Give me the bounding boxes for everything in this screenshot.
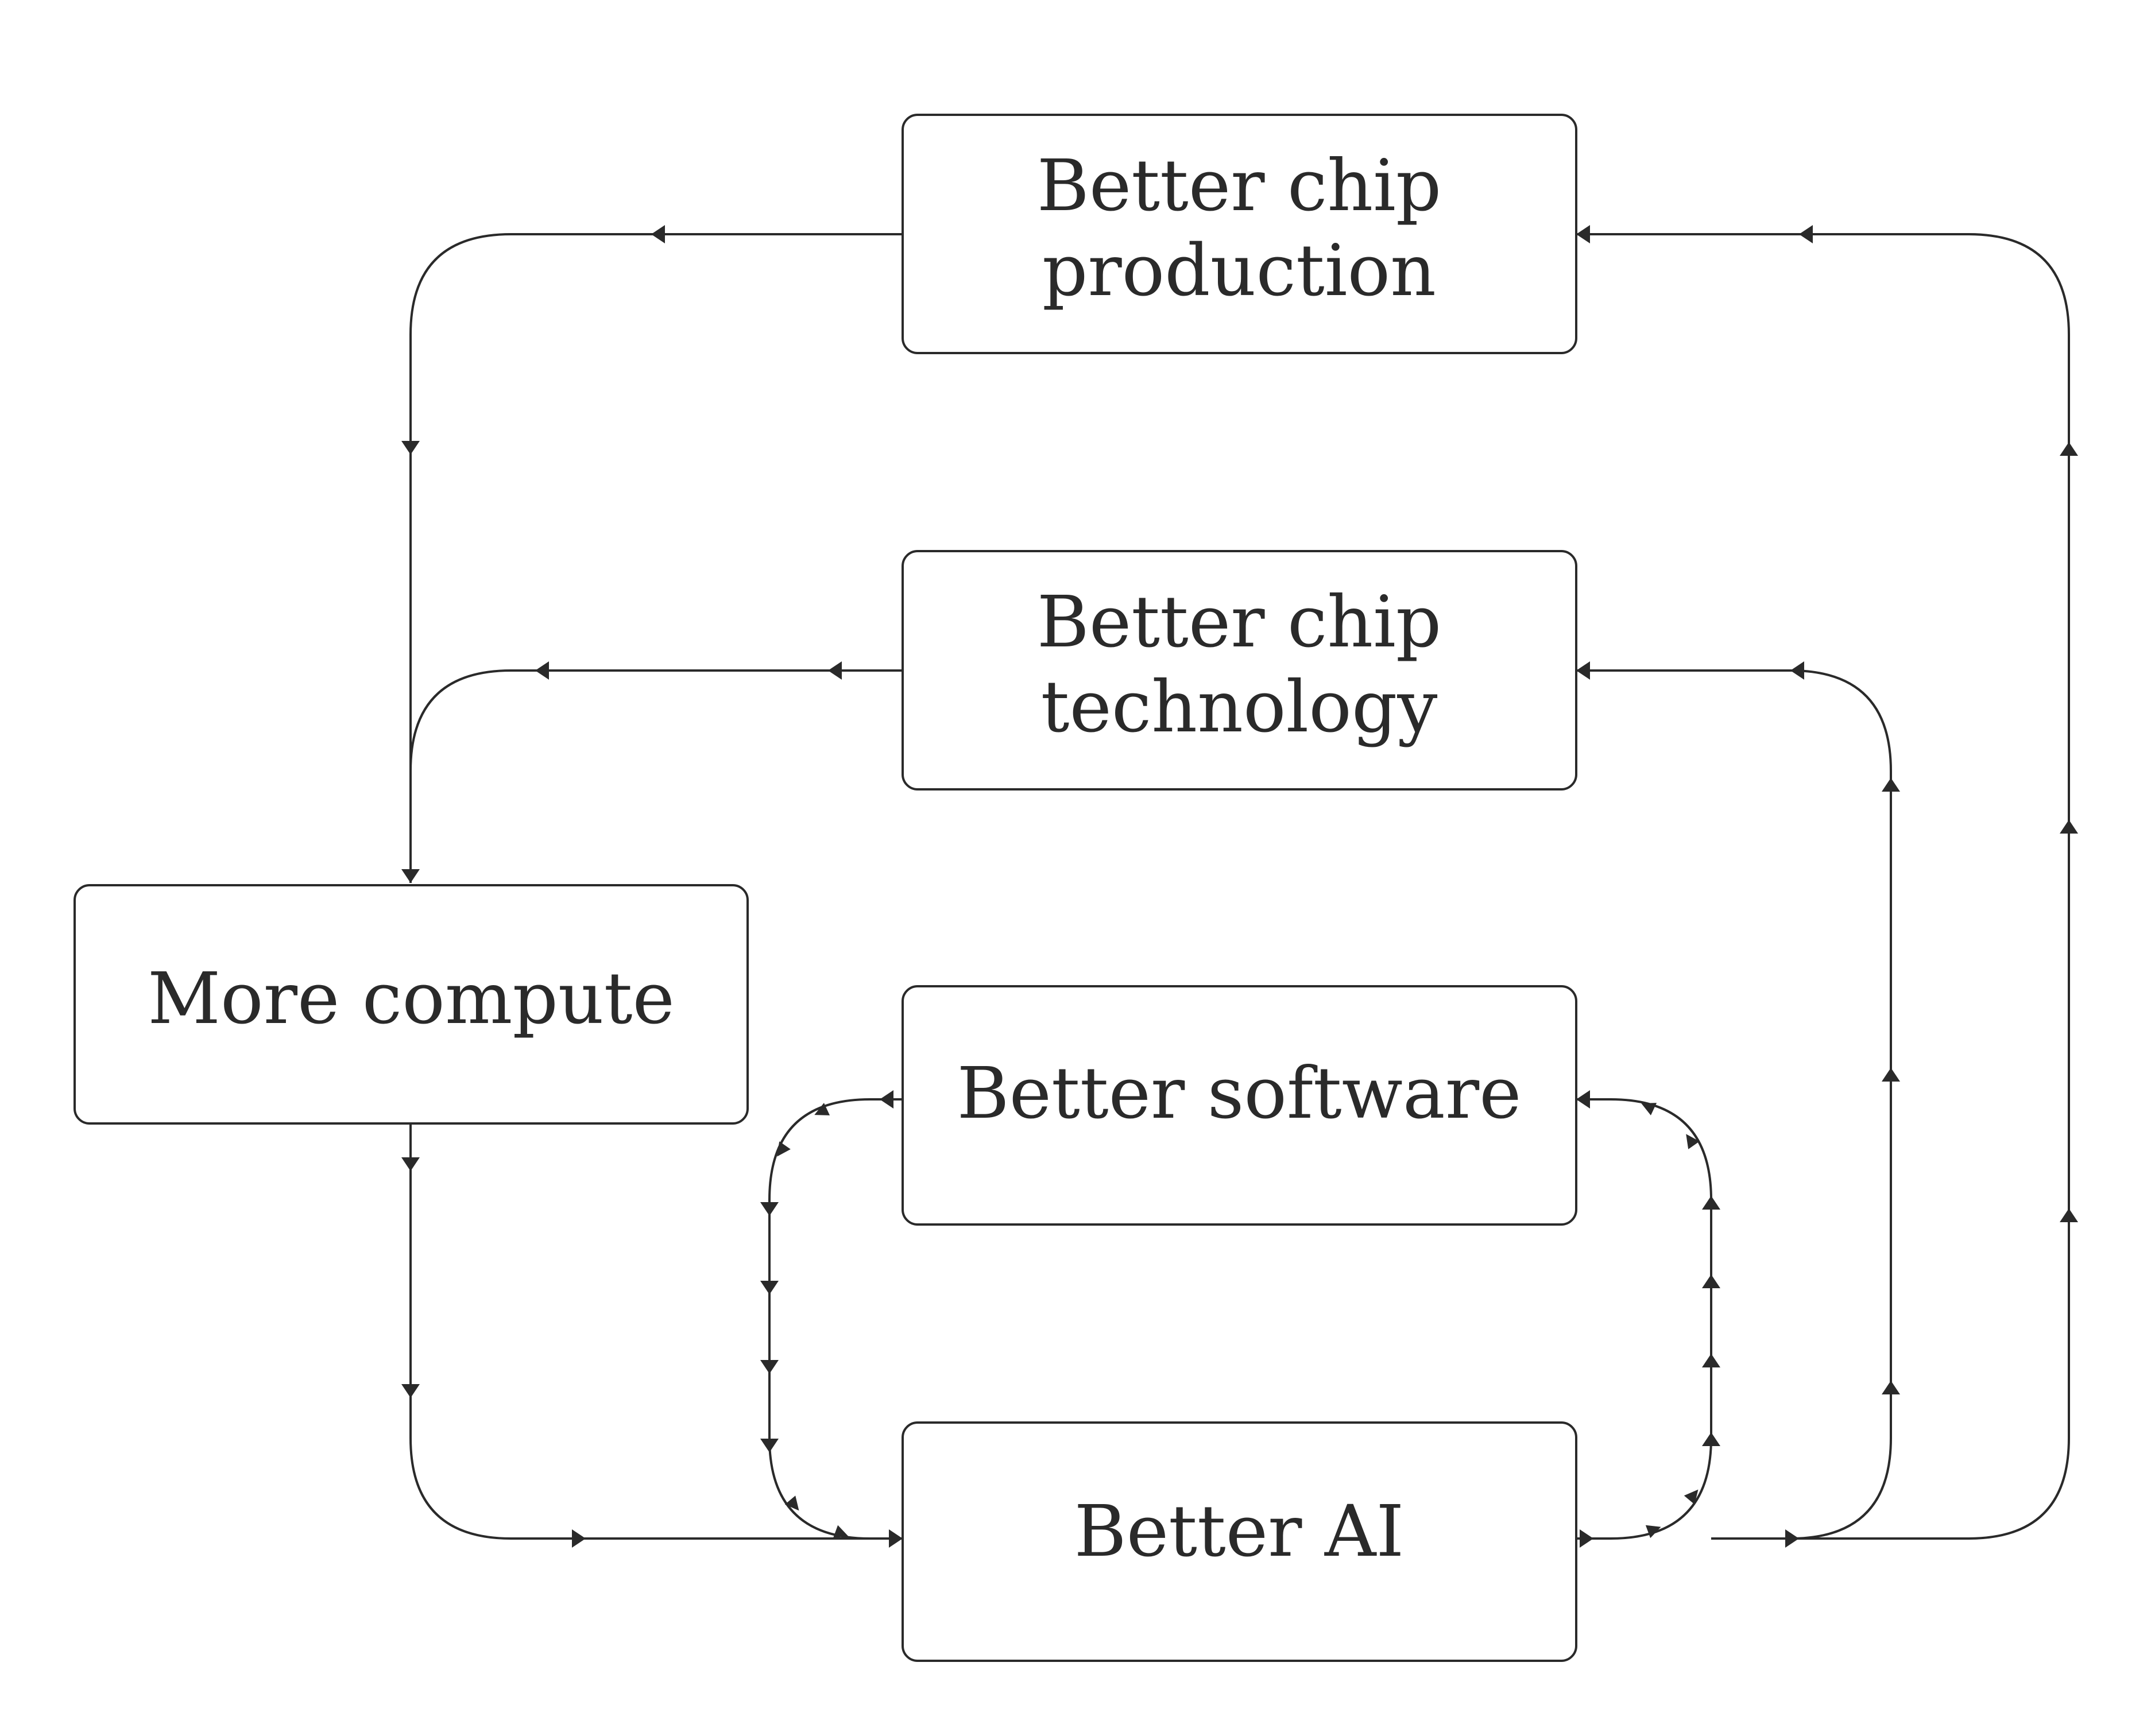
arrowhead: [401, 869, 420, 883]
arrowhead: [880, 1090, 893, 1109]
arrowhead: [760, 1360, 779, 1374]
arrowheads-right: [572, 1529, 1799, 1548]
arrowheads-diagonal: [777, 1103, 1700, 1539]
node-label: More compute: [148, 958, 675, 1040]
arrowhead: [1882, 1068, 1900, 1082]
arrowhead: [1790, 661, 1804, 680]
arrowhead: [1684, 1489, 1699, 1505]
arrowhead: [401, 1384, 420, 1398]
arrowhead: [760, 1439, 779, 1452]
arrowheads-up: [1702, 442, 2078, 1446]
edge-chip-production-to-more-compute: [409, 233, 903, 883]
arrowhead: [401, 1157, 420, 1171]
arrowhead: [760, 1281, 779, 1295]
node-box: [73, 884, 749, 1125]
arrowhead: [760, 1202, 779, 1216]
arrowhead: [1882, 1381, 1900, 1394]
node-label: production: [1042, 230, 1436, 312]
edge-ai-to-software: [1576, 1098, 1712, 1540]
arrowhead: [1702, 1432, 1720, 1446]
arrowheads: [401, 225, 2078, 1548]
arrowhead: [1702, 1274, 1720, 1288]
arrowhead: [1785, 1529, 1799, 1548]
nodes: Better chip production Better chip techn…: [73, 114, 1577, 1662]
edge-more-compute-to-better-ai: [409, 1124, 903, 1540]
node-label: Better chip: [1037, 581, 1442, 664]
arrowhead: [1645, 1525, 1661, 1539]
node-chip-production: Better chip production: [902, 114, 1577, 354]
arrowhead: [1576, 225, 1590, 243]
node-box: [902, 985, 1577, 1226]
node-box: [902, 114, 1577, 354]
node-label: Better chip: [1037, 145, 1442, 227]
arrowhead: [1576, 1090, 1590, 1109]
arrowhead: [2060, 1208, 2078, 1222]
edge-ai-to-chip-technology: [1576, 669, 1892, 1540]
arrowhead: [1702, 1196, 1720, 1210]
arrowhead: [1882, 778, 1900, 792]
node-better-software: Better software: [902, 985, 1577, 1226]
node-box: [902, 550, 1577, 790]
edge-software-to-ai: [768, 1098, 903, 1540]
arrowhead: [2060, 820, 2078, 834]
node-label: technology: [1041, 666, 1438, 749]
arrowheads-left: [535, 225, 1813, 1109]
edge-chip-technology-to-more-compute: [409, 669, 903, 772]
arrowhead: [777, 1141, 791, 1157]
edges: [409, 233, 2070, 1540]
edge-ai-to-chip-production: [1576, 233, 2070, 1540]
arrowhead: [1641, 1103, 1657, 1115]
arrowhead: [1799, 225, 1813, 243]
arrowhead: [1702, 1354, 1720, 1367]
node-more-compute: More compute: [73, 884, 749, 1125]
arrowhead: [535, 661, 549, 680]
arrowhead: [833, 1525, 849, 1539]
node-better-ai: Better AI: [902, 1421, 1577, 1662]
arrowhead: [889, 1529, 903, 1548]
arrowhead: [401, 441, 420, 455]
arrowhead: [814, 1103, 830, 1115]
node-box: [902, 1421, 1577, 1662]
arrowheads-down: [401, 441, 779, 1452]
node-label: Better software: [957, 1052, 1522, 1135]
arrowhead: [1576, 661, 1590, 680]
arrowhead: [1580, 1529, 1593, 1548]
arrowhead: [784, 1495, 799, 1511]
arrowhead: [651, 225, 665, 243]
arrowhead: [828, 661, 842, 680]
arrowhead: [572, 1529, 586, 1548]
arrowhead: [2060, 442, 2078, 456]
node-label: Better AI: [1074, 1490, 1405, 1573]
arrowhead: [1686, 1134, 1700, 1149]
node-chip-technology: Better chip technology: [902, 550, 1577, 790]
